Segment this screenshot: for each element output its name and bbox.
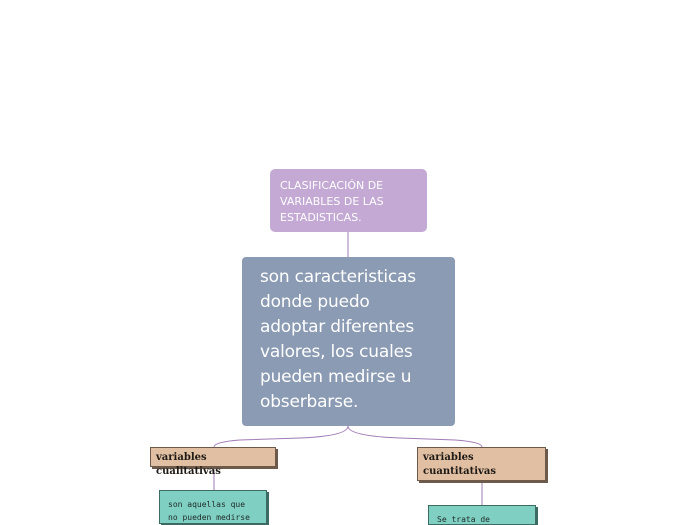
qualitative-variables-node[interactable]: variables cualitativas — [150, 447, 276, 477]
definition-node[interactable]: son caracteristicas donde puedo adoptar … — [242, 257, 455, 426]
connector-main-to-right — [347, 425, 483, 448]
qualitative-description-text: son aquellas que no pueden medirse — [168, 500, 250, 522]
connector-main-to-left — [213, 425, 349, 448]
quantitative-description-node[interactable]: Se trata de — [428, 505, 536, 525]
title-text: CLASIFICACIÓN DE VARIABLES DE LAS ESTADI… — [280, 179, 384, 224]
title-node[interactable]: CLASIFICACIÓN DE VARIABLES DE LAS ESTADI… — [270, 169, 427, 232]
quantitative-label: variables cuantitativas — [423, 452, 496, 477]
qualitative-description-node[interactable]: son aquellas que no pueden medirse — [159, 490, 267, 524]
qualitative-label: variables cualitativas — [156, 452, 221, 477]
quantitative-variables-node[interactable]: variables cuantitativas — [417, 447, 546, 481]
definition-text: son caracteristicas donde puedo adoptar … — [260, 267, 416, 412]
